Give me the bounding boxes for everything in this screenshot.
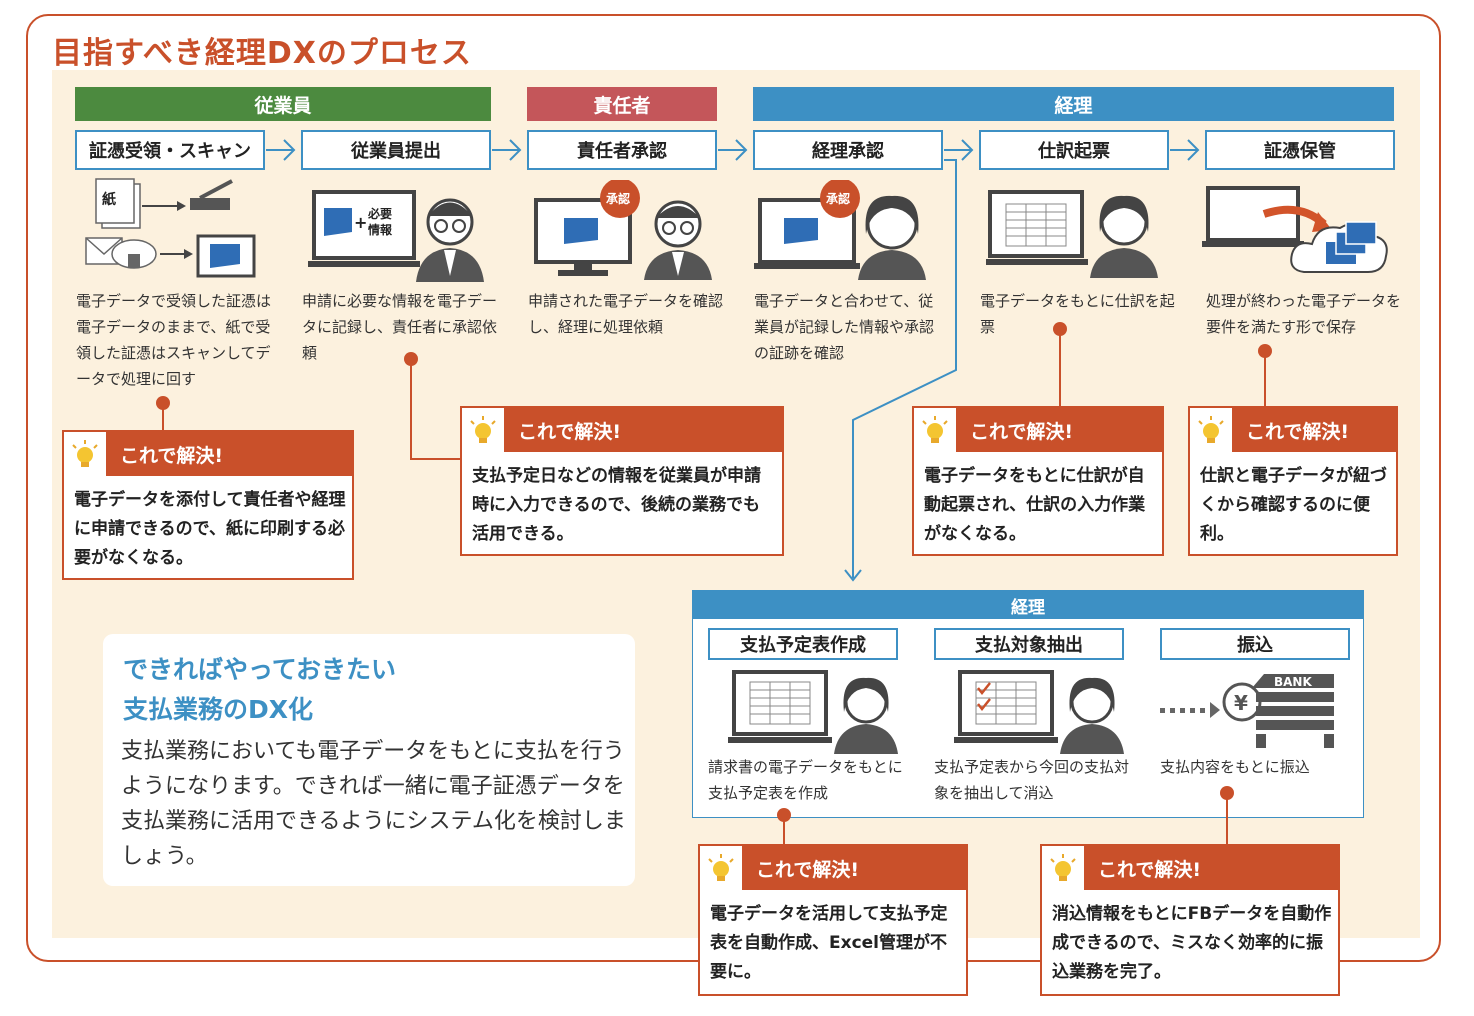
role-bar-accounting: 経理 <box>753 87 1394 121</box>
solution-heading: これで解決! <box>120 444 224 467</box>
step-document-storage: 証憑保管 <box>1205 130 1395 170</box>
solution-heading: これで解決! <box>1098 858 1202 881</box>
role-bar-employee: 従業員 <box>75 87 491 121</box>
accounting-approval-icon: 承認 <box>754 180 926 280</box>
step-desc-journal-entry: 電子データをもとに仕訳を起票 <box>980 292 1175 336</box>
step-accounting-approval: 経理承認 <box>753 130 943 170</box>
dotted-arrow-icon <box>1160 702 1220 718</box>
solution-box-fb-data: これで解決! 消込情報をもとにFBデータを自動作成できるので、ミスなく効率的に振… <box>1040 844 1340 996</box>
step-desc-accounting-approval: 電子データと合わせて、従業員が記録した情報や承認の証跡を確認 <box>754 292 935 362</box>
bank-transfer-icon: ¥ BANK <box>1160 674 1334 748</box>
manager-approval-icon: 承認 <box>534 180 712 280</box>
step-desc-manager-approval: 申請された電子データを確認し、経理に処理依頼 <box>528 292 724 336</box>
solution-box-linked-data: これで解決! 仕訳と電子データが紐づくから確認するのに便利。 <box>1188 406 1398 556</box>
branch-arrow-icon <box>852 159 957 578</box>
solution-text: 消込情報をもとにFBデータを自動作成できるので、ミスなく効率的に振込業務を完了。 <box>1052 904 1332 982</box>
tips-panel: できればやっておきたい 支払業務のDX化 支払業務においても電子データをもとに支… <box>103 634 635 886</box>
step-manager-approval: 責任者承認 <box>527 130 717 170</box>
bank-label: BANK <box>1274 675 1312 689</box>
lightbulb-icon <box>1042 846 1084 890</box>
lightbulb-icon <box>914 408 956 452</box>
connector-dot <box>404 352 418 366</box>
solution-box-auto-journal: これで解決! 電子データをもとに仕訳が自動起票され、仕訳の入力作業がなくなる。 <box>912 406 1164 556</box>
tips-body: 支払業務においても電子データをもとに支払を行うようになります。できれば一緒に電子… <box>121 739 626 869</box>
paper-scan-icon: 紙 <box>85 178 256 278</box>
solution-box-employee-input: これで解決! 支払予定日などの情報を従業員が申請時に入力できるので、後続の業務で… <box>460 406 784 556</box>
step-desc-payment-schedule: 請求書の電子データをもとに支払予定表を作成 <box>708 758 903 802</box>
lightbulb-icon <box>64 432 106 476</box>
role-bar-payment-accounting: 経理 <box>693 591 1363 619</box>
solution-box-auto-schedule: これで解決! 電子データを活用して支払予定表を自動作成、Excel管理が不要に。 <box>698 844 968 996</box>
cloud-storage-icon <box>1202 186 1388 273</box>
connector-dot <box>777 808 791 822</box>
connector-dot <box>1053 322 1067 336</box>
solution-heading: これで解決! <box>756 858 860 881</box>
connector-dot <box>1258 344 1272 358</box>
step-desc-employee-submit: 申請に必要な情報を電子データに記録し、責任者に承認依頼 <box>302 292 498 362</box>
solution-text: 電子データを活用して支払予定表を自動作成、Excel管理が不要に。 <box>710 904 948 982</box>
solution-heading: これで解決! <box>1246 420 1350 443</box>
step-desc-bank-transfer: 支払内容をもとに振込 <box>1160 758 1310 776</box>
step-desc-payment-extract: 支払予定表から今回の支払対象を抽出して消込 <box>934 758 1130 802</box>
check-icon <box>977 682 991 712</box>
solution-text: 仕訳と電子データが紐づくから確認するのに便利。 <box>1200 466 1387 544</box>
paper-label: 紙 <box>102 191 116 208</box>
svg-text:情報: 情報 <box>368 222 393 237</box>
lightbulb-icon <box>700 846 742 890</box>
solution-text: 支払予定日などの情報を従業員が申請時に入力できるので、後続の業務でも活用できる。 <box>472 466 761 544</box>
step-payment-extract: 支払対象抽出 <box>934 628 1124 660</box>
solution-text: 電子データを添付して責任者や経理に申請できるので、紙に印刷する必要がなくなる。 <box>74 490 346 568</box>
payment-extract-icon <box>954 670 1124 754</box>
svg-text:必要: 必要 <box>367 206 392 221</box>
yen-icon: ¥ <box>1234 691 1248 715</box>
tips-title: できればやっておきたい 支払業務のDX化 <box>123 655 397 724</box>
solution-heading: これで解決! <box>970 420 1074 443</box>
solution-text: 電子データをもとに仕訳が自動起票され、仕訳の入力作業がなくなる。 <box>924 466 1146 544</box>
svg-text:+: + <box>354 213 367 232</box>
solution-heading: これで解決! <box>518 420 622 443</box>
journal-entry-icon <box>986 190 1158 278</box>
svg-text:承認: 承認 <box>826 191 850 206</box>
step-desc-document-storage: 処理が終わった電子データを要件を満たす形で保存 <box>1206 292 1402 336</box>
lightbulb-icon <box>462 408 504 452</box>
step-receipt-scan: 証憑受領・スキャン <box>75 130 265 170</box>
step-employee-submit: 従業員提出 <box>301 130 491 170</box>
connector-dot <box>156 396 170 410</box>
step-payment-schedule: 支払予定表作成 <box>708 628 898 660</box>
role-bar-manager: 責任者 <box>527 87 717 121</box>
solution-box-paperless: これで解決! 電子データを添付して責任者や経理に申請できるので、紙に印刷する必要… <box>62 430 354 580</box>
lightbulb-icon <box>1190 408 1232 452</box>
step-desc-receipt-scan: 電子データで受領した証憑は電子データのままで、紙で受領した証憑はスキャンしてデー… <box>76 292 272 388</box>
step-bank-transfer: 振込 <box>1160 628 1350 660</box>
approval-stamp: 承認 <box>606 191 630 206</box>
employee-submit-icon: + 必要 情報 <box>308 190 484 282</box>
page-title: 目指すべき経理DXのプロセス <box>52 36 472 71</box>
connector-dot <box>1220 786 1234 800</box>
step-journal-entry: 仕訳起票 <box>979 130 1169 170</box>
payment-schedule-icon <box>728 670 898 754</box>
